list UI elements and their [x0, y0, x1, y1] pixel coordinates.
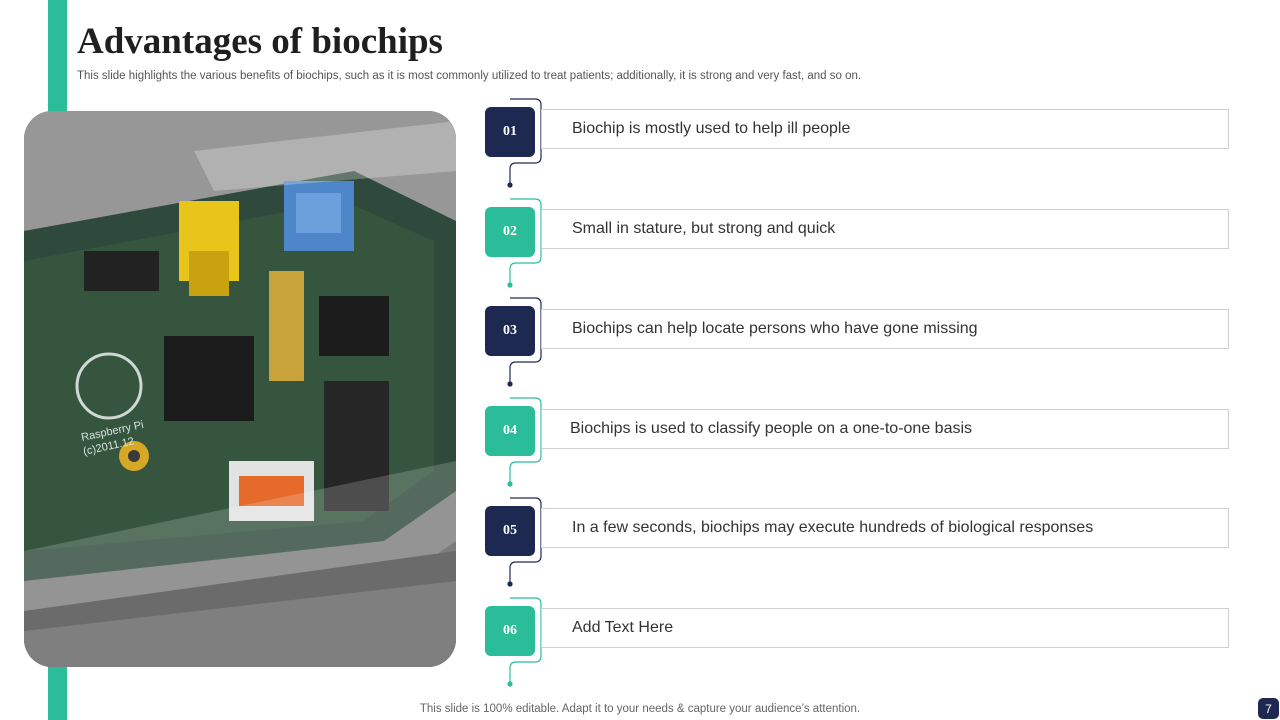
- advantage-item-4: 04 Biochips is used to classify people o…: [485, 397, 1230, 496]
- item-number-badge: 04: [485, 406, 535, 456]
- connector-line: [507, 597, 542, 687]
- advantage-item-5: 05 In a few seconds, biochips may execut…: [485, 497, 1230, 596]
- page-number-badge: 7: [1258, 698, 1279, 719]
- item-text[interactable]: Add Text Here: [541, 608, 1229, 648]
- connector-line: [507, 297, 542, 387]
- item-number-badge: 01: [485, 107, 535, 157]
- advantage-item-2: 02 Small in stature, but strong and quic…: [485, 198, 1230, 297]
- item-text: Biochip is mostly used to help ill peopl…: [541, 109, 1229, 149]
- advantage-item-3: 03 Biochips can help locate persons who …: [485, 297, 1230, 396]
- slide-title: Advantages of biochips: [77, 21, 443, 62]
- connector-line: [507, 397, 542, 487]
- item-text: In a few seconds, biochips may execute h…: [541, 508, 1229, 548]
- advantage-item-6: 06 Add Text Here: [485, 597, 1230, 696]
- item-text: Biochips is used to classify people on a…: [541, 409, 1229, 449]
- item-text: Biochips can help locate persons who hav…: [541, 309, 1229, 349]
- item-text: Small in stature, but strong and quick: [541, 209, 1229, 249]
- circuit-board-image: Raspberry Pi (c)2011.12: [24, 111, 456, 667]
- item-number-badge: 02: [485, 207, 535, 257]
- connector-line: [507, 198, 542, 288]
- circuit-board-photo: Raspberry Pi (c)2011.12: [24, 111, 456, 667]
- slide-subtitle: This slide highlights the various benefi…: [77, 70, 862, 82]
- connector-line: [507, 98, 542, 188]
- item-number-badge: 03: [485, 306, 535, 356]
- item-number-badge: 06: [485, 606, 535, 656]
- advantage-item-1: 01 Biochip is mostly used to help ill pe…: [485, 98, 1230, 197]
- connector-line: [507, 497, 542, 587]
- item-number-badge: 05: [485, 506, 535, 556]
- slide-footer: This slide is 100% editable. Adapt it to…: [419, 703, 861, 715]
